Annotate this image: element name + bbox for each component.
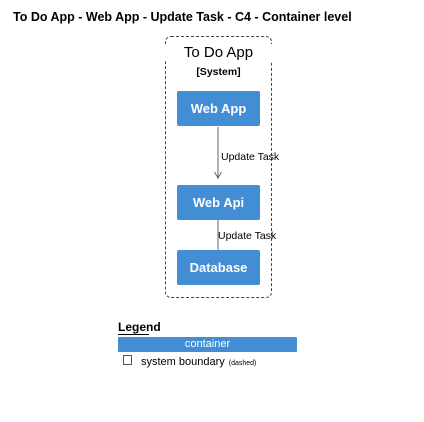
legend-container-swatch: container bbox=[118, 337, 297, 352]
boundary-square-icon bbox=[123, 355, 132, 365]
system-boundary bbox=[165, 36, 272, 298]
container-web-app: Web App bbox=[177, 91, 260, 126]
legend-underline bbox=[118, 334, 149, 335]
edge-app-to-api-arrowhead bbox=[214, 171, 222, 179]
edge-label-api-to-db: Update Task bbox=[218, 230, 277, 242]
system-boundary-type: [System] bbox=[196, 66, 241, 78]
container-web-api: Web Api bbox=[177, 185, 260, 220]
legend-boundary-label: system boundary bbox=[141, 356, 225, 368]
legend-title: Legend bbox=[118, 320, 161, 334]
diagram-title: To Do App - Web App - Update Task - C4 -… bbox=[13, 10, 352, 24]
legend-boundary-note: (dashed) bbox=[228, 360, 257, 367]
edge-label-app-to-api: Update Task bbox=[221, 151, 280, 163]
legend-boundary-entry: system boundary (dashed) bbox=[123, 355, 256, 368]
container-database: Database bbox=[177, 250, 260, 285]
system-boundary-name: To Do App bbox=[165, 44, 272, 61]
